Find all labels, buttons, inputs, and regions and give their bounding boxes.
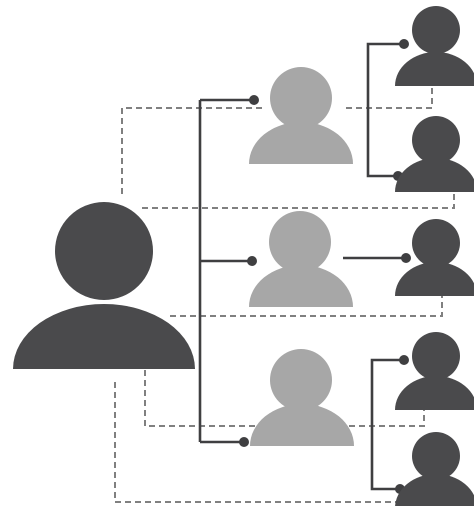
dashed-line-mid-1-to-leaf-2 — [121, 107, 264, 194]
leaf-person-3-body — [395, 262, 474, 296]
mid-person-3-body — [250, 404, 354, 446]
connector-dot — [399, 39, 409, 49]
mid-person-2-body — [249, 265, 353, 307]
dashed-line-mid-1-to-leaf-2-bottom — [142, 190, 455, 209]
connector-dot — [401, 253, 411, 263]
leaf-person-4-icon — [395, 332, 474, 410]
dashed-line-mid-1-to-leaf-1 — [346, 82, 433, 109]
root-person-body — [13, 304, 195, 369]
solid-bracket-mid-1 — [366, 42, 404, 178]
root-person-icon — [13, 202, 195, 369]
connector-dot — [247, 256, 257, 266]
leaf-person-2-head — [412, 116, 460, 164]
solid-bracket-mid-3 — [370, 358, 404, 491]
leaf-person-5-body — [395, 474, 474, 506]
leaf-person-1-icon — [395, 6, 474, 86]
connector-dot — [399, 355, 409, 365]
leaf-person-1-head — [412, 6, 460, 54]
leaf-person-2-icon — [395, 116, 474, 192]
leaf-person-2-body — [395, 158, 474, 192]
dashed-line-root-to-leaf-5 — [114, 382, 414, 503]
leaf-person-5-head — [412, 432, 460, 480]
leaf-person-1-body — [395, 52, 474, 86]
mid-person-3-head — [270, 349, 332, 411]
leaf-person-4-head — [412, 332, 460, 380]
leaf-person-3-head — [412, 219, 460, 267]
root-person-head — [55, 202, 153, 300]
connector-dot — [239, 437, 249, 447]
mid-person-2-head — [269, 211, 331, 273]
connector-dot — [249, 95, 259, 105]
mid-person-1-body — [249, 122, 353, 164]
mid-person-3-icon — [250, 349, 354, 446]
mid-person-1-head — [270, 67, 332, 129]
solid-connectors — [198, 42, 406, 491]
dashed-line-root-to-leaf-3 — [170, 296, 443, 317]
mid-person-2-icon — [249, 211, 353, 307]
leaf-person-4-body — [395, 376, 474, 410]
leaf-person-3-icon — [395, 219, 474, 296]
mid-person-1-icon — [249, 67, 353, 164]
leaf-person-5-icon — [395, 432, 474, 506]
